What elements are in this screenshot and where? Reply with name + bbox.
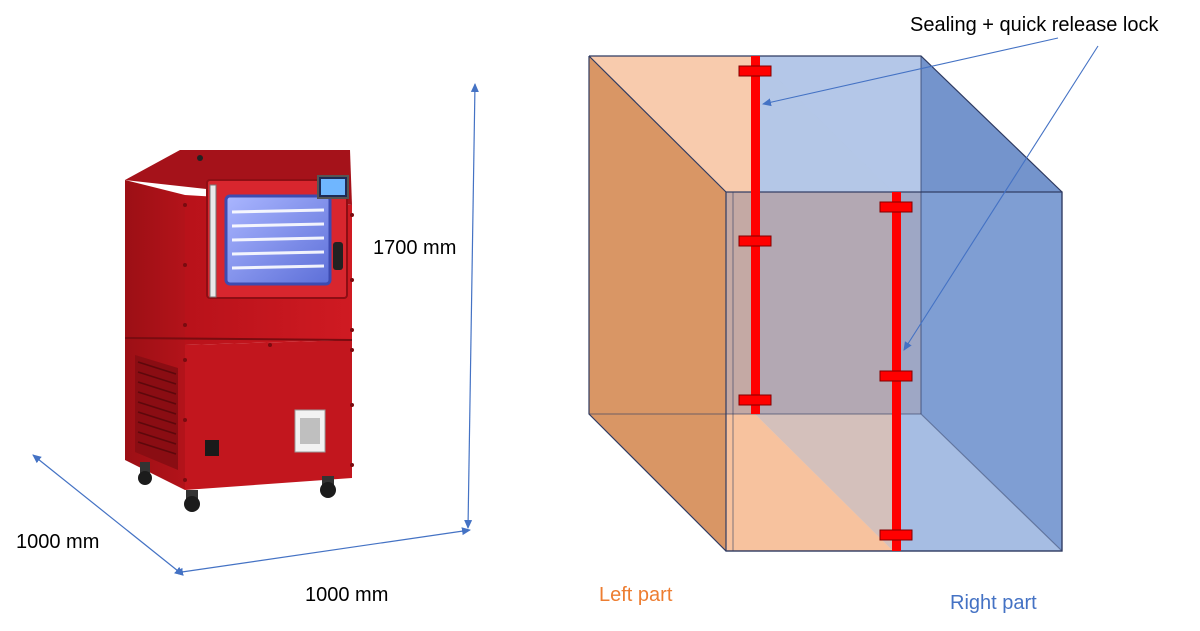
callout-leaders bbox=[762, 37, 1099, 351]
right-floor-face bbox=[755, 414, 1062, 551]
power-button-icon bbox=[197, 155, 203, 161]
width-dimension-arrow bbox=[174, 527, 471, 576]
right-side-face bbox=[921, 56, 1062, 551]
depth-label: 1000 mm bbox=[16, 531, 100, 553]
freeze-dryer-machine bbox=[124, 150, 354, 512]
back-seal bbox=[738, 56, 772, 414]
right-part-label: Right part bbox=[950, 592, 1037, 614]
back-lock-clamp-top bbox=[738, 65, 772, 77]
brand-logo-icon bbox=[205, 440, 219, 456]
front-lock-clamp-bottom bbox=[879, 529, 913, 541]
depth-dimension-arrow bbox=[32, 454, 184, 576]
callout-arrow-back-seal bbox=[762, 37, 1059, 107]
front-seal bbox=[879, 192, 913, 551]
callout-arrow-front-seal bbox=[903, 45, 1099, 351]
callout-label: Sealing + quick release lock bbox=[910, 14, 1159, 36]
dimension-arrows bbox=[32, 83, 479, 576]
window-shelves bbox=[231, 208, 325, 270]
back-seal-bar bbox=[751, 56, 760, 414]
height-dimension-arrow bbox=[464, 83, 479, 529]
machine-front-lower bbox=[185, 340, 352, 490]
left-side-face bbox=[589, 56, 726, 551]
back-lock-clamp-bottom bbox=[738, 394, 772, 406]
back-lock-clamp-middle bbox=[738, 235, 772, 247]
front-lock-clamp-middle bbox=[879, 370, 913, 382]
side-vent-grille bbox=[135, 355, 178, 470]
height-label: 1700 mm bbox=[373, 237, 457, 259]
split-chamber-diagram bbox=[588, 37, 1099, 552]
width-label: 1000 mm bbox=[305, 584, 389, 606]
door-handle-icon bbox=[209, 184, 217, 298]
door-latch-icon bbox=[333, 242, 343, 270]
left-part-label: Left part bbox=[599, 584, 673, 606]
front-lock-clamp-top bbox=[879, 201, 913, 213]
